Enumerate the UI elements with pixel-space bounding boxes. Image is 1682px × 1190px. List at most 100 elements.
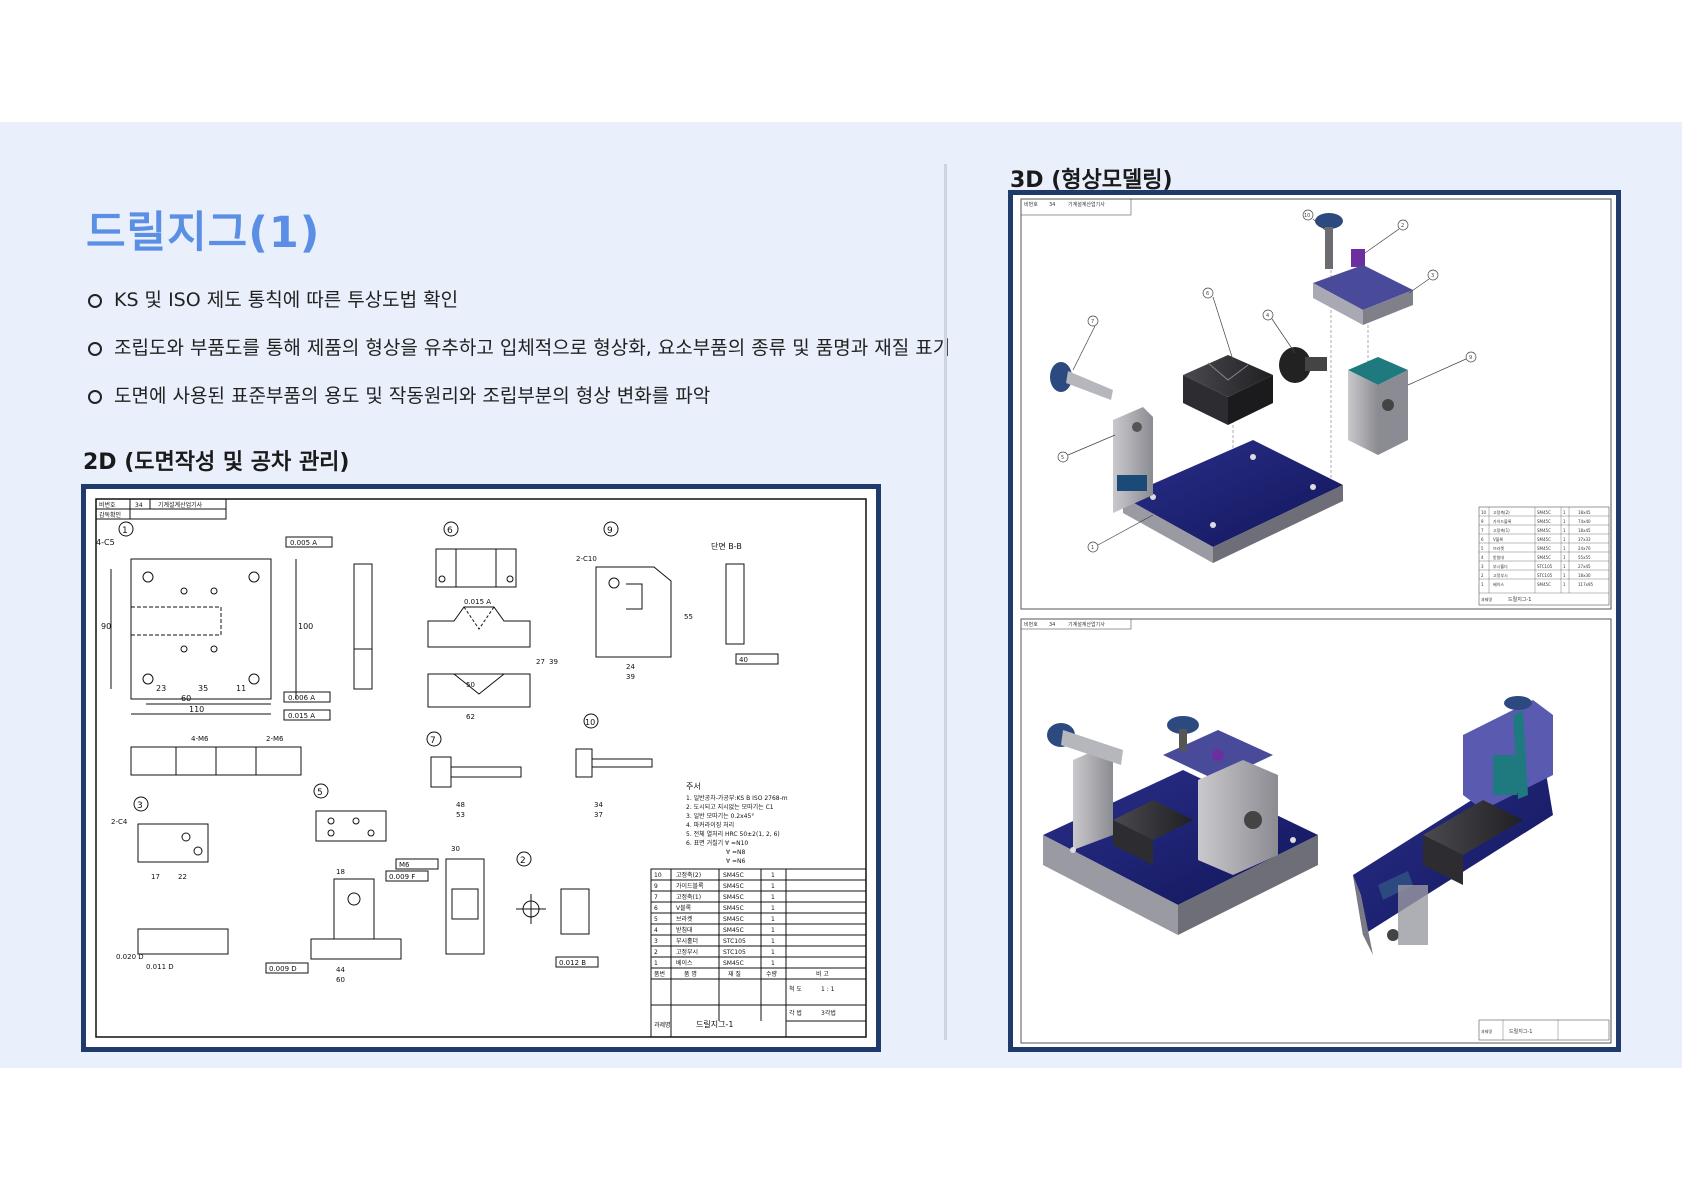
- parts-cell: 2: [654, 949, 658, 956]
- bom-cell: 1: [1563, 546, 1566, 551]
- header-cell: 기계설계산업기사: [1068, 201, 1105, 208]
- bracket: [1113, 407, 1153, 513]
- part-5-view: 5 18 44 60 M6 0.009 F 0.009 D: [265, 783, 439, 984]
- dimension: 62: [466, 713, 475, 721]
- parts-cell: 고정축(2): [676, 871, 701, 879]
- parts-cell: 1: [771, 927, 775, 934]
- bom-cell: 1: [1563, 519, 1566, 524]
- dimension: 22: [178, 873, 187, 881]
- bom-cell: 10: [1481, 510, 1487, 515]
- fixing-shaft: [1279, 347, 1327, 383]
- part-3-view: 3 2-C4 17 22 0.020 D 0.011 D: [111, 796, 229, 971]
- parts-cell: 1: [771, 938, 775, 945]
- bom-cell: 74x40: [1578, 519, 1591, 524]
- bom-cell: 1: [1481, 582, 1484, 587]
- dimension: 18: [336, 868, 345, 876]
- parts-cell: 10: [654, 872, 662, 879]
- svg-text:6: 6: [447, 526, 453, 536]
- bullet-item: KS 및 ISO 제도 통칙에 따른 투상도법 확인: [88, 284, 950, 332]
- parts-header-cell: 재 질: [728, 970, 741, 978]
- model-3d: 비번호 3 4 기계설계산업기사: [1020, 198, 1612, 1044]
- bom-cell: 4: [1481, 555, 1484, 560]
- header-cell: 비번호: [1024, 621, 1038, 628]
- parts-cell: SM45C: [723, 960, 744, 967]
- bom-cell: 1: [1563, 528, 1566, 533]
- dimension: 34: [594, 801, 603, 809]
- balloon-label: 6: [1206, 291, 1209, 297]
- bom-cell: SM45C: [1537, 537, 1551, 542]
- bom-cell: 27x45: [1578, 564, 1591, 569]
- tolerance-frame: 0.005 A: [290, 539, 317, 547]
- page-title: 드릴지그(1): [86, 208, 321, 258]
- bom-cell: 18x45: [1578, 528, 1591, 533]
- balloon-label: 9: [1469, 355, 1472, 361]
- dimension: 53: [456, 811, 465, 819]
- notes-title: 주서: [686, 782, 701, 791]
- dimension: 50: [466, 681, 475, 689]
- note-line: 5. 전체 열처리 HRC 50±2(1, 2, 6): [686, 830, 780, 838]
- dimension: 2-C4: [111, 818, 128, 826]
- balloons: [1057, 209, 1477, 553]
- parts-header-cell: 품 명: [684, 970, 697, 978]
- section-label: 단면 B-B: [711, 541, 742, 551]
- bom-cell: 브라켓: [1493, 545, 1504, 551]
- title-block-value: 1 : 1: [821, 986, 835, 993]
- parts-header-cell: 품번: [654, 970, 665, 978]
- bom-cell: 베이스: [1493, 581, 1504, 587]
- assembled-title-block: 과제명 드릴지그-1: [1478, 1019, 1610, 1041]
- dimension: 23: [156, 684, 166, 693]
- bom-cell: 7: [1481, 528, 1484, 533]
- parts-cell: 1: [771, 949, 775, 956]
- bom-cell: 1: [1563, 537, 1566, 542]
- part-2-view: 2 0.012 B: [516, 851, 599, 968]
- bom-cell: 고정축(2): [1493, 509, 1510, 515]
- bom-cell: SM45C: [1537, 528, 1551, 533]
- tolerance-frame: 0.012 B: [559, 959, 586, 967]
- parts-cell: 가이드블록: [676, 882, 704, 890]
- parts-cell: 받침대: [676, 926, 693, 934]
- title-block-label: 과제명: [1481, 596, 1492, 602]
- title-block-label: 각 법: [789, 1009, 802, 1017]
- parts-cell: SM45C: [723, 916, 744, 923]
- bullet-text: 도면에 사용된 표준부품의 용도 및 작동원리와 조립부분의 형상 변화를 파악: [114, 385, 711, 407]
- bom-cell: 1: [1563, 564, 1566, 569]
- parts-cell: 1: [771, 905, 775, 912]
- title-block-label: 과제명: [654, 1021, 671, 1029]
- dimension: 0.020 D: [116, 953, 144, 961]
- balloon-label: 3: [1431, 273, 1434, 279]
- balloon-label: 5: [1061, 455, 1064, 461]
- balloon-labels: 10 2 3 6 4 7 5 1 9: [1061, 213, 1472, 551]
- bom-table: 10 고정축(2) SM45C 1 18x45 9 가이드블록 SM45C 1 …: [1478, 506, 1610, 606]
- dimension: 55: [684, 613, 693, 621]
- dimension: 90: [101, 622, 111, 631]
- part-1-view: 1 110 60 23 35 11 4-C5 90 100 0.005 A 0.…: [96, 521, 373, 776]
- bom-cell: 2: [1481, 573, 1484, 578]
- bom-cell: SM45C: [1537, 582, 1551, 587]
- base-plate: [1123, 440, 1343, 563]
- bom-cell: 37x33: [1578, 537, 1591, 542]
- parts-cell: SM45C: [723, 872, 744, 879]
- bom-cell: SM45C: [1537, 546, 1551, 551]
- section-label-3d: 3D (형상모델링): [1010, 168, 1173, 193]
- note-line: 6. 표면 거칠기 ∀ =N10: [686, 839, 748, 847]
- parts-cell: 부시홀더: [676, 937, 698, 945]
- bom-cell: SM45C: [1537, 519, 1551, 524]
- parts-cell: 1: [771, 872, 775, 879]
- section-label-2d: 2D (도면작성 및 공차 관리): [83, 450, 350, 475]
- dimension: 110: [189, 705, 204, 714]
- assembled-iso-left: [1043, 716, 1318, 935]
- svg-text:3: 3: [137, 801, 143, 811]
- tolerance-frame: 0.009 F: [389, 873, 415, 881]
- tolerance-frame: M6: [399, 861, 410, 869]
- parts-cell: 5: [654, 916, 658, 923]
- parts-cell: SM45C: [723, 927, 744, 934]
- v-block: [1183, 355, 1273, 425]
- bom-cell: 1: [1563, 555, 1566, 560]
- bom-cell: 24x70: [1578, 546, 1591, 551]
- circle-bullet-icon: [88, 294, 102, 308]
- bom-cell: 1: [1563, 510, 1566, 515]
- title-block-label: 과제명: [1481, 1028, 1492, 1034]
- note-line: 1. 일반공차-가공부:KS B ISO 2768-m: [686, 794, 788, 802]
- dimension: 37: [594, 811, 603, 819]
- shaft-10: [1315, 213, 1343, 269]
